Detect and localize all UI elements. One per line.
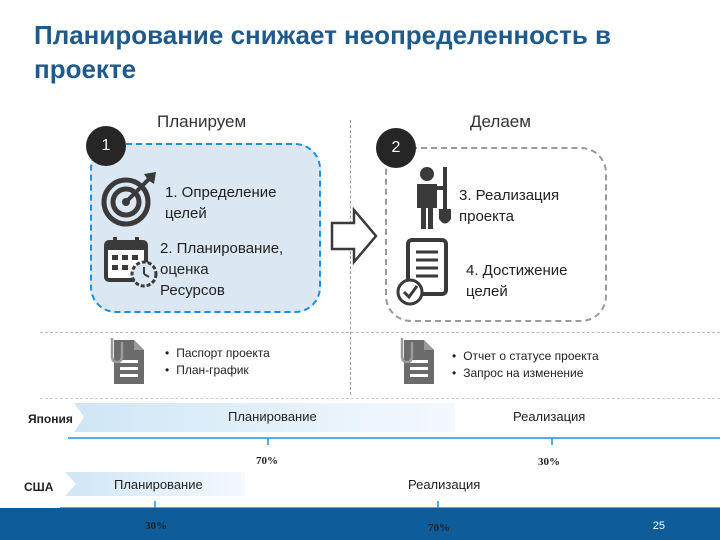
column-divider	[350, 120, 351, 395]
usa-plan-pct: 30%	[145, 520, 167, 532]
footer-band	[0, 508, 720, 540]
usa-impl-label: Реализация	[408, 477, 481, 492]
timeline-divider	[40, 398, 720, 399]
japan-plan-bar	[74, 403, 455, 432]
document-clip-icon	[108, 338, 148, 391]
japan-plan-label: Планирование	[228, 409, 317, 424]
arrow-right-icon	[330, 206, 380, 270]
do-step-4-text: 4. Достижение целей	[466, 262, 568, 300]
document-clip-icon	[398, 338, 438, 391]
country-label-usa: США	[24, 480, 54, 494]
timeline-chart	[60, 403, 720, 509]
plan-heading: Планируем	[157, 112, 247, 131]
do-step-badge: 2	[376, 128, 416, 168]
target-icon	[100, 168, 160, 233]
japan-impl-label: Реализация	[513, 409, 586, 424]
calendar-clock-icon	[104, 236, 160, 293]
list-item: Запрос на изменение	[452, 365, 599, 382]
worker-shovel-icon	[410, 165, 460, 236]
do-docs-list: Отчет о статусе проекта Запрос на измене…	[452, 348, 599, 382]
country-label-japan: Япония	[28, 412, 73, 426]
do-heading: Делаем	[470, 112, 531, 131]
section-divider	[40, 332, 720, 333]
plan-panel	[90, 143, 321, 313]
japan-plan-pct: 70%	[256, 455, 278, 467]
list-item: План-график	[165, 362, 270, 379]
checklist-icon	[396, 238, 452, 313]
usa-plan-label: Планирование	[114, 477, 203, 492]
usa-impl-pct: 70%	[428, 522, 450, 534]
japan-impl-pct: 30%	[538, 456, 560, 468]
plan-docs-list: Паспорт проекта План-график	[165, 345, 270, 379]
plan-step-2-text: 2. Планирование, оценка Ресурсов	[160, 240, 284, 299]
list-item: Паспорт проекта	[165, 345, 270, 362]
plan-step-1-text: 1. Определение целей	[165, 184, 277, 222]
do-step-3-text: 3. Реализация проекта	[459, 187, 560, 225]
list-item: Отчет о статусе проекта	[452, 348, 598, 365]
plan-step-badge: 1	[86, 126, 126, 166]
usa-plan-bar	[65, 472, 245, 496]
page-number: 25	[652, 520, 665, 532]
page-title: Планирование снижает неопределенность в …	[34, 20, 612, 84]
